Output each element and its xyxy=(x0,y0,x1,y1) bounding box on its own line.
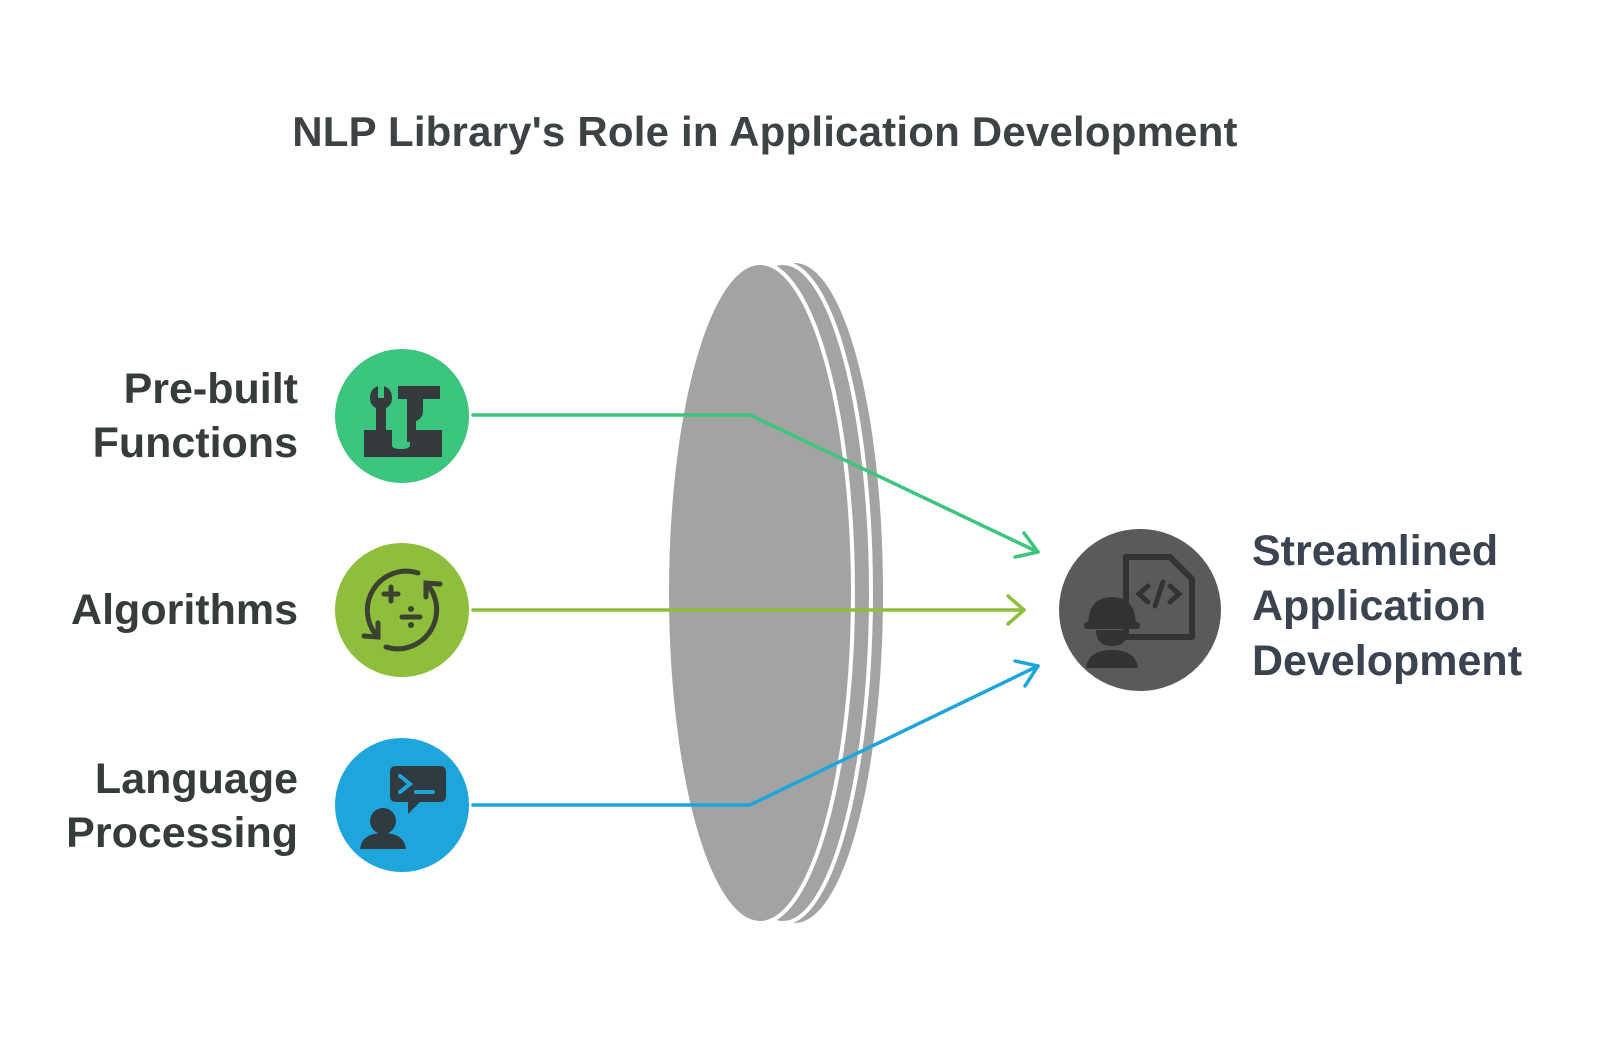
label-language-processing-line-1: Language xyxy=(94,755,298,803)
diagram-title: NLP Library's Role in Application Develo… xyxy=(292,108,1238,155)
algorithms-circle xyxy=(335,543,469,677)
output-node xyxy=(1059,529,1221,691)
prebuilt-functions-node xyxy=(335,349,469,483)
label-output-line-2: Application xyxy=(1252,582,1487,630)
lens xyxy=(665,261,883,925)
label-prebuilt-functions-line-1: Pre-built xyxy=(123,365,298,413)
label-language-processing: Language Processing xyxy=(18,752,298,860)
algorithms-node xyxy=(335,543,469,677)
label-algorithms: Algorithms xyxy=(18,583,298,637)
toolbox-icon xyxy=(364,386,442,457)
label-output-line-3: Development xyxy=(1252,637,1523,685)
language-processing-circle xyxy=(335,738,469,872)
label-prebuilt-functions-line-2: Functions xyxy=(92,419,298,467)
output-circle xyxy=(1059,529,1221,691)
label-output-line-1: Streamlined xyxy=(1252,527,1499,575)
developer-code-icon xyxy=(1084,554,1195,668)
person-terminal-chat-icon xyxy=(360,766,446,849)
label-prebuilt-functions: Pre-built Functions xyxy=(18,362,298,470)
language-processing-node xyxy=(335,738,469,872)
label-algorithms-line-1: Algorithms xyxy=(71,586,298,634)
arrow-language-processing xyxy=(471,659,1040,807)
arrow-prebuilt-functions xyxy=(471,413,1040,559)
arrow-algorithms xyxy=(471,594,1026,626)
label-output: Streamlined Application Development xyxy=(1252,524,1522,689)
calculation-cycle-icon xyxy=(361,568,443,652)
label-language-processing-line-2: Processing xyxy=(66,809,298,857)
prebuilt-functions-circle xyxy=(335,349,469,483)
calculation-dots xyxy=(408,606,414,628)
